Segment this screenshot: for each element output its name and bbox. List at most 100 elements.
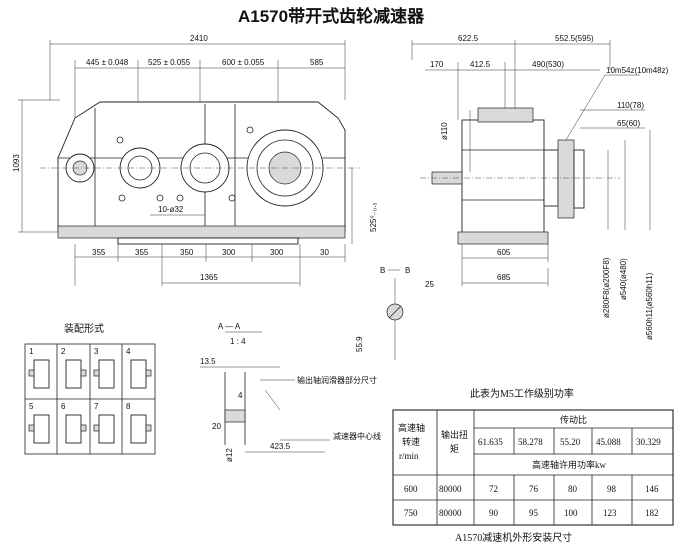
dim-spacing-3: 600 ± 0.055 <box>222 58 265 67</box>
section-b: B B 25 55.9 <box>355 266 434 360</box>
assembly-number-6: 6 <box>61 402 66 411</box>
power-table: 此表为M5工作级别功率 高速轴 转速 r/min 输出扭 矩 传动比 61.63… <box>392 387 674 544</box>
row2-torque: 80000 <box>439 508 462 518</box>
header-speed-3: r/min <box>399 451 419 461</box>
table-caption-bottom: A1570减速机外形安装尺寸 <box>455 531 572 544</box>
assembly-number-1: 1 <box>29 347 34 356</box>
assembly-gearbox-sketch <box>98 414 115 444</box>
note-lubricator: 输出轴润滑器部分尺寸 <box>297 375 377 385</box>
dim-spacing-2: 525 ± 0.055 <box>148 58 191 67</box>
dim-base-length: 1365 <box>200 273 218 282</box>
header-torque-2: 矩 <box>450 443 459 454</box>
assembly-gearbox-sketch <box>65 359 82 389</box>
row1-p5: 146 <box>645 484 659 494</box>
dim-55: 55.9 <box>355 336 364 352</box>
dim-center-height: 525⁰₋₀.₅ <box>369 202 378 232</box>
assembly-gearbox-sketch <box>130 414 147 444</box>
dim-bolt-holes: 10-ø32 <box>158 205 184 214</box>
header-speed-1: 高速轴 <box>398 422 425 433</box>
row1-p4: 98 <box>607 484 617 494</box>
assembly-shaft-sketch <box>28 369 35 377</box>
header-torque-1: 输出扭 <box>441 429 468 440</box>
detail-a-scale: 1 : 4 <box>230 337 246 346</box>
side-view: 622.5 552.5(595) 170 412.5 490(530) ø110… <box>411 34 669 340</box>
row2-p4: 123 <box>603 508 617 518</box>
dim-total-length: 2410 <box>190 34 208 43</box>
assembly-number-3: 3 <box>94 347 99 356</box>
dim-side-2: 552.5(595) <box>555 34 594 43</box>
dim-vert-2: ø540(ø480) <box>619 258 628 300</box>
front-view: 2410 445 ± 0.048 525 ± 0.055 600 ± 0.055… <box>12 34 378 286</box>
assembly-shaft-sketch <box>80 424 87 432</box>
ratio-1: 61.635 <box>478 437 503 447</box>
header-ratio: 传动比 <box>560 414 587 425</box>
dim-12: ø12 <box>225 448 234 462</box>
dim-side-4: 412.5 <box>470 60 491 69</box>
assembly-shaft-sketch <box>93 424 100 432</box>
dim-height: 1093 <box>12 154 21 172</box>
assembly-shaft-sketch <box>80 369 87 377</box>
dim-base-3: 350 <box>180 248 194 257</box>
note-centerline: 减速器中心线 <box>333 431 381 441</box>
dim-20: 20 <box>212 422 221 431</box>
assembly-gearbox-sketch <box>130 359 147 389</box>
assembly-number-2: 2 <box>61 347 66 356</box>
callout-65: 65(60) <box>617 119 640 128</box>
callout-110: 110(78) <box>617 101 644 110</box>
dim-base-4: 300 <box>222 248 236 257</box>
section-label-b2: B <box>405 266 410 275</box>
dim-vert-3: ø560h11(ø560h11) <box>645 272 654 340</box>
dim-25: 25 <box>425 280 434 289</box>
row2-p1: 90 <box>489 508 499 518</box>
dim-base-5: 300 <box>270 248 284 257</box>
table-caption-top: 此表为M5工作级别功率 <box>470 387 574 400</box>
dim-spacing-4: 585 <box>310 58 324 67</box>
row2-p2: 95 <box>529 508 539 518</box>
row2-p5: 182 <box>645 508 659 518</box>
assembly-shaft-sketch <box>28 424 35 432</box>
dim-13-5: 13.5 <box>200 357 216 366</box>
assembly-number-4: 4 <box>126 347 131 356</box>
power-label: 高速轴许用功率kw <box>532 459 607 470</box>
ratio-5: 30.329 <box>636 437 661 447</box>
dim-side-base-1: 605 <box>497 248 511 257</box>
dim-vert-1: ø280F8(ø200F8) <box>602 257 611 318</box>
row1-p1: 72 <box>489 484 498 494</box>
dim-side-3: 170 <box>430 60 444 69</box>
detail-a-title: A — A <box>218 322 241 331</box>
assembly-number-8: 8 <box>126 402 131 411</box>
assembly-gearbox-sketch <box>33 414 50 444</box>
assembly-gearbox-sketch <box>98 359 115 389</box>
assembly-title: 装配形式 <box>64 322 104 335</box>
ratio-2: 58.278 <box>518 437 543 447</box>
section-label-b1: B <box>380 266 385 275</box>
assembly-number-5: 5 <box>29 402 34 411</box>
dim-423-5: 423.5 <box>270 442 291 451</box>
dim-base-2: 355 <box>135 248 149 257</box>
dim-base-6: 30 <box>320 248 329 257</box>
assembly-gearbox-sketch <box>33 359 50 389</box>
assembly-shaft-sketch <box>145 369 152 377</box>
detail-a: A — A 1 : 4 13.5 4 20 ø12 423.5 输出轴润滑器部分… <box>200 322 381 462</box>
dim-side-base-2: 685 <box>497 273 511 282</box>
row1-p3: 80 <box>568 484 578 494</box>
row2-speed: 750 <box>404 508 418 518</box>
page-title: A1570带开式齿轮减速器 <box>238 6 425 26</box>
assembly-shaft-sketch <box>145 424 152 432</box>
header-speed-2: 转速 <box>402 436 420 447</box>
dim-4: 4 <box>238 391 243 400</box>
callout-gear: 10m54z(10m48z) <box>606 66 669 75</box>
ratio-3: 55.20 <box>560 437 581 447</box>
dim-base-1: 355 <box>92 248 106 257</box>
ratio-4: 45.088 <box>596 437 621 447</box>
dim-spacing-1: 445 ± 0.048 <box>86 58 129 67</box>
assembly-shaft-sketch <box>93 369 100 377</box>
dim-side-1: 622.5 <box>458 34 479 43</box>
row1-torque: 80000 <box>439 484 462 494</box>
dim-side-5: 490(530) <box>532 60 564 69</box>
row1-speed: 600 <box>404 484 418 494</box>
assembly-gearbox-sketch <box>65 414 82 444</box>
dim-shaft-dia: ø110 <box>440 122 449 140</box>
